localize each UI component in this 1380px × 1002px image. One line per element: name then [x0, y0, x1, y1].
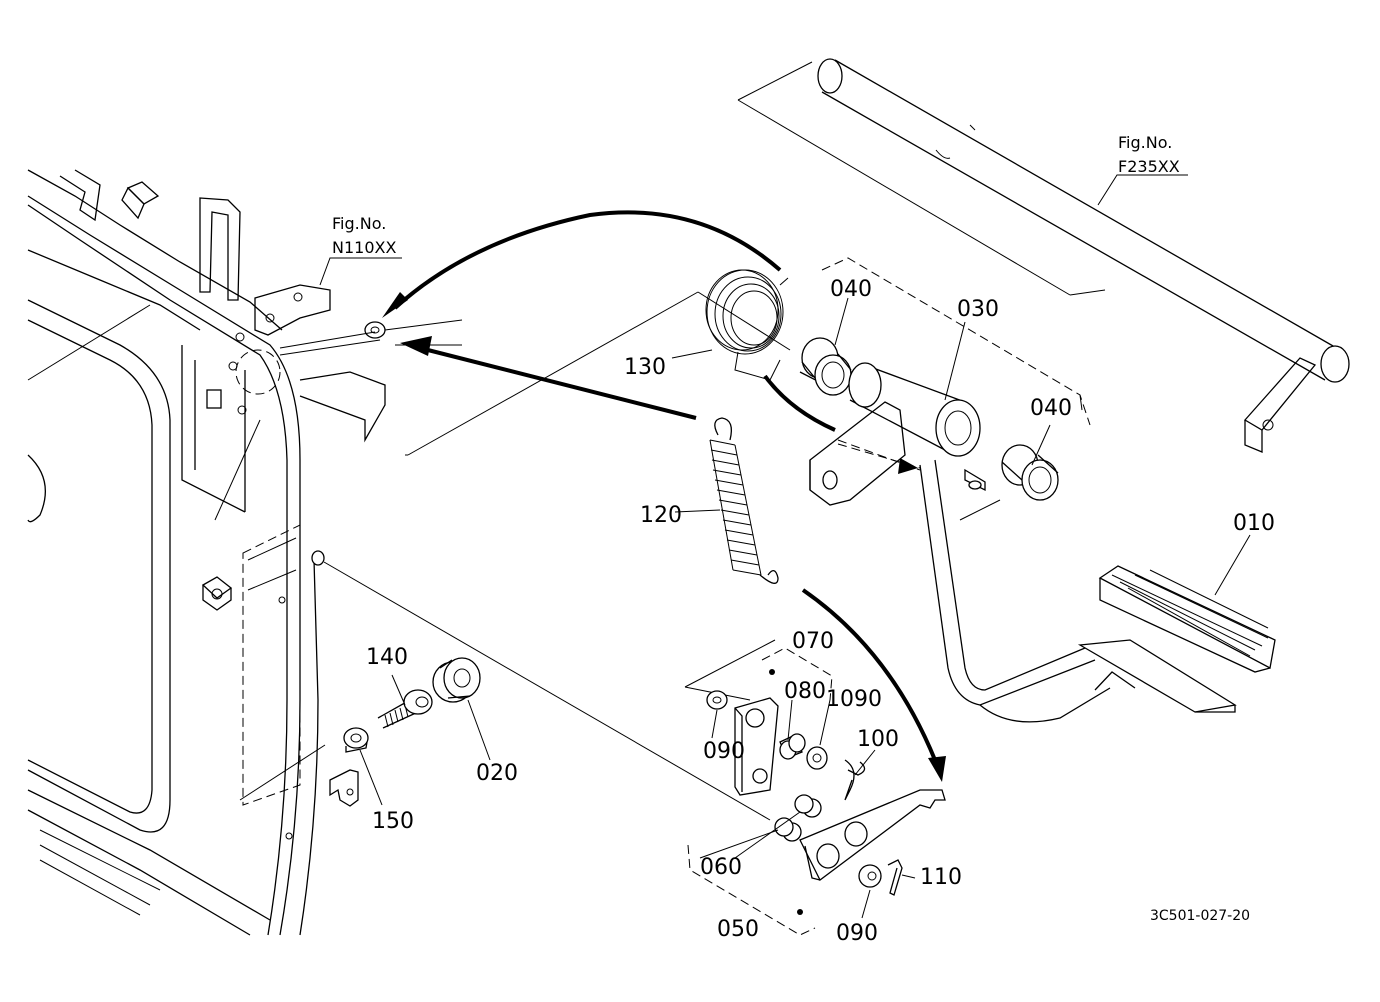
pedal-assembly	[405, 257, 1276, 723]
fig-ref-f235-line1: Fig.No.	[1118, 133, 1172, 152]
pivot-shaft	[737, 58, 1350, 453]
labels: Fig.No. F235XX Fig.No. N110XX 010 020 03…	[319, 133, 1275, 946]
part-label-050: 050	[717, 917, 759, 942]
extension-spring-120	[674, 417, 779, 584]
fig-ref-n110-line1: Fig.No.	[332, 214, 386, 233]
part-label-110: 110	[920, 865, 962, 890]
part-label-060: 060	[700, 855, 742, 880]
drawing-code: 3C501-027-20	[1150, 908, 1250, 924]
part-label-140: 140	[366, 645, 408, 670]
part-label-090-mid: 1090	[826, 687, 882, 712]
part-label-090-left: 090	[703, 739, 745, 764]
part-label-070: 070	[792, 629, 834, 654]
frame-assembly	[27, 169, 463, 936]
part-label-090-bottom: 090	[836, 921, 878, 946]
fig-ref-f235-line2: F235XX	[1118, 157, 1180, 176]
bolt-set	[239, 561, 771, 821]
part-label-130: 130	[624, 355, 666, 380]
part-label-030: 030	[957, 297, 999, 322]
part-label-150: 150	[372, 809, 414, 834]
part-label-120: 120	[640, 503, 682, 528]
part-label-010: 010	[1233, 511, 1275, 536]
part-label-040-right: 040	[1030, 396, 1072, 421]
link-assembly	[684, 639, 946, 936]
part-label-080: 080	[784, 679, 826, 704]
fig-ref-n110-line2: N110XX	[332, 238, 396, 257]
torsion-spring-130	[671, 269, 789, 381]
assembly-arrows	[382, 210, 946, 782]
part-label-020: 020	[476, 761, 518, 786]
part-label-040-left: 040	[830, 277, 872, 302]
part-label-100: 100	[857, 727, 899, 752]
